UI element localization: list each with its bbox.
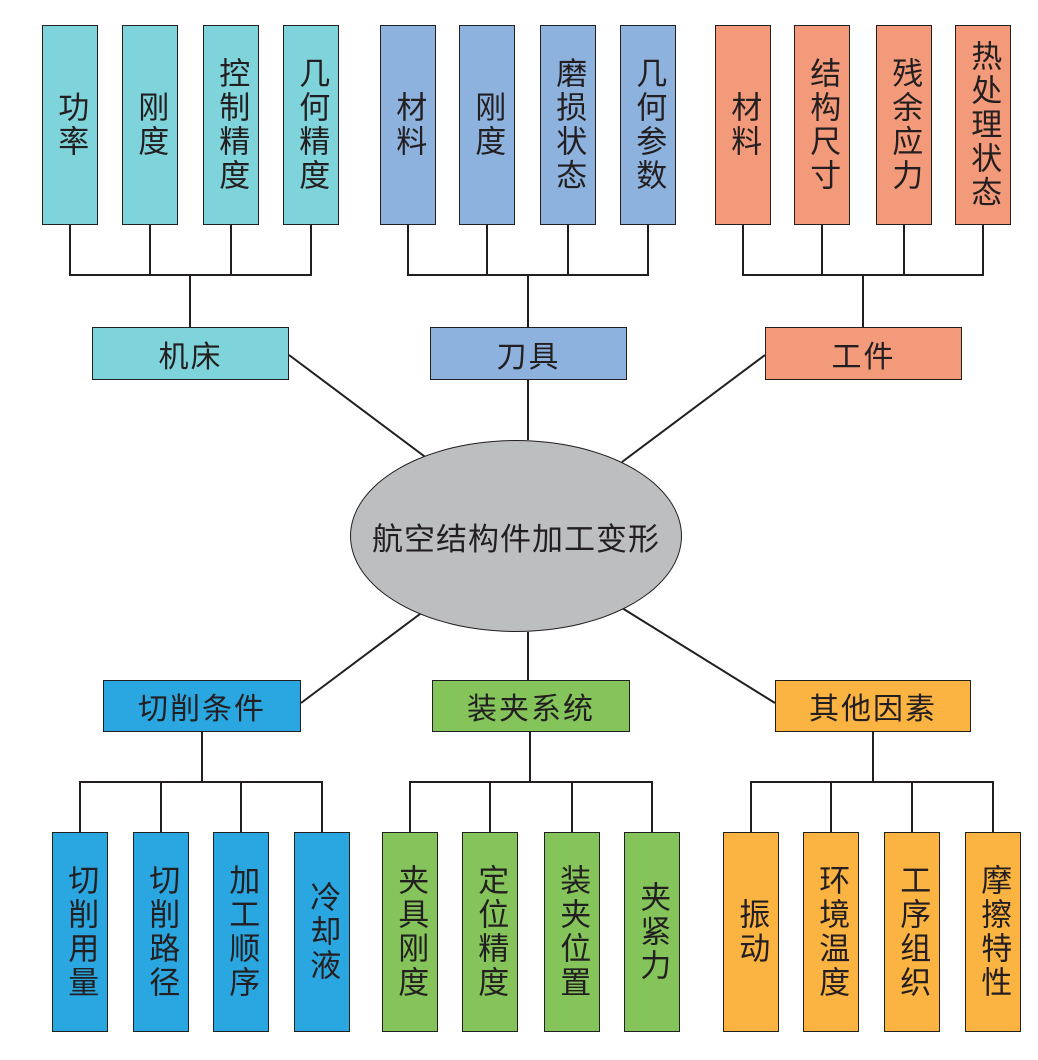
connector <box>750 781 994 832</box>
leaf-box: 夹具刚度 <box>382 832 438 1032</box>
leaf-box: 几何参数 <box>620 25 676 225</box>
leaf-box: 刚度 <box>459 25 515 225</box>
connector <box>288 354 433 463</box>
category-machine: 机床 <box>92 327 289 380</box>
connector <box>300 607 429 704</box>
leaf-box: 材料 <box>715 25 771 225</box>
leaf-box: 热处理状态 <box>955 25 1011 225</box>
category-tool: 刀具 <box>430 327 627 380</box>
leaf-box: 切削用量 <box>52 832 108 1032</box>
category-workpiece: 工件 <box>765 327 962 380</box>
category-fixture: 装夹系统 <box>432 680 630 732</box>
connector <box>79 781 323 832</box>
leaf-box: 结构尺寸 <box>794 25 850 225</box>
leaf-box: 材料 <box>380 25 436 225</box>
leaf-box: 环境温度 <box>803 832 859 1032</box>
category-cutting: 切削条件 <box>103 680 301 732</box>
leaf-box: 残余应力 <box>876 25 932 225</box>
leaf-box: 功率 <box>42 25 98 225</box>
leaf-box: 定位精度 <box>462 832 518 1032</box>
leaf-box: 控制精度 <box>203 25 259 225</box>
leaf-box: 装夹位置 <box>544 832 600 1032</box>
connector <box>69 225 312 276</box>
connector <box>742 225 984 276</box>
leaf-box: 切削路径 <box>133 832 189 1032</box>
leaf-box: 几何精度 <box>283 25 339 225</box>
connector <box>409 781 653 832</box>
leaf-box: 刚度 <box>122 25 178 225</box>
leaf-box: 摩擦特性 <box>965 832 1021 1032</box>
leaf-box: 冷却液 <box>294 832 350 1032</box>
leaf-box: 加工顺序 <box>213 832 269 1032</box>
leaf-box: 工序组织 <box>884 832 940 1032</box>
leaf-box: 夹紧力 <box>624 832 680 1032</box>
leaf-box: 振动 <box>723 832 779 1032</box>
category-other: 其他因素 <box>775 680 971 732</box>
connector <box>621 607 776 704</box>
leaf-box: 磨损状态 <box>540 25 596 225</box>
center-node: 航空结构件加工变形 <box>350 440 682 632</box>
connector <box>407 225 649 276</box>
connector <box>621 354 766 463</box>
